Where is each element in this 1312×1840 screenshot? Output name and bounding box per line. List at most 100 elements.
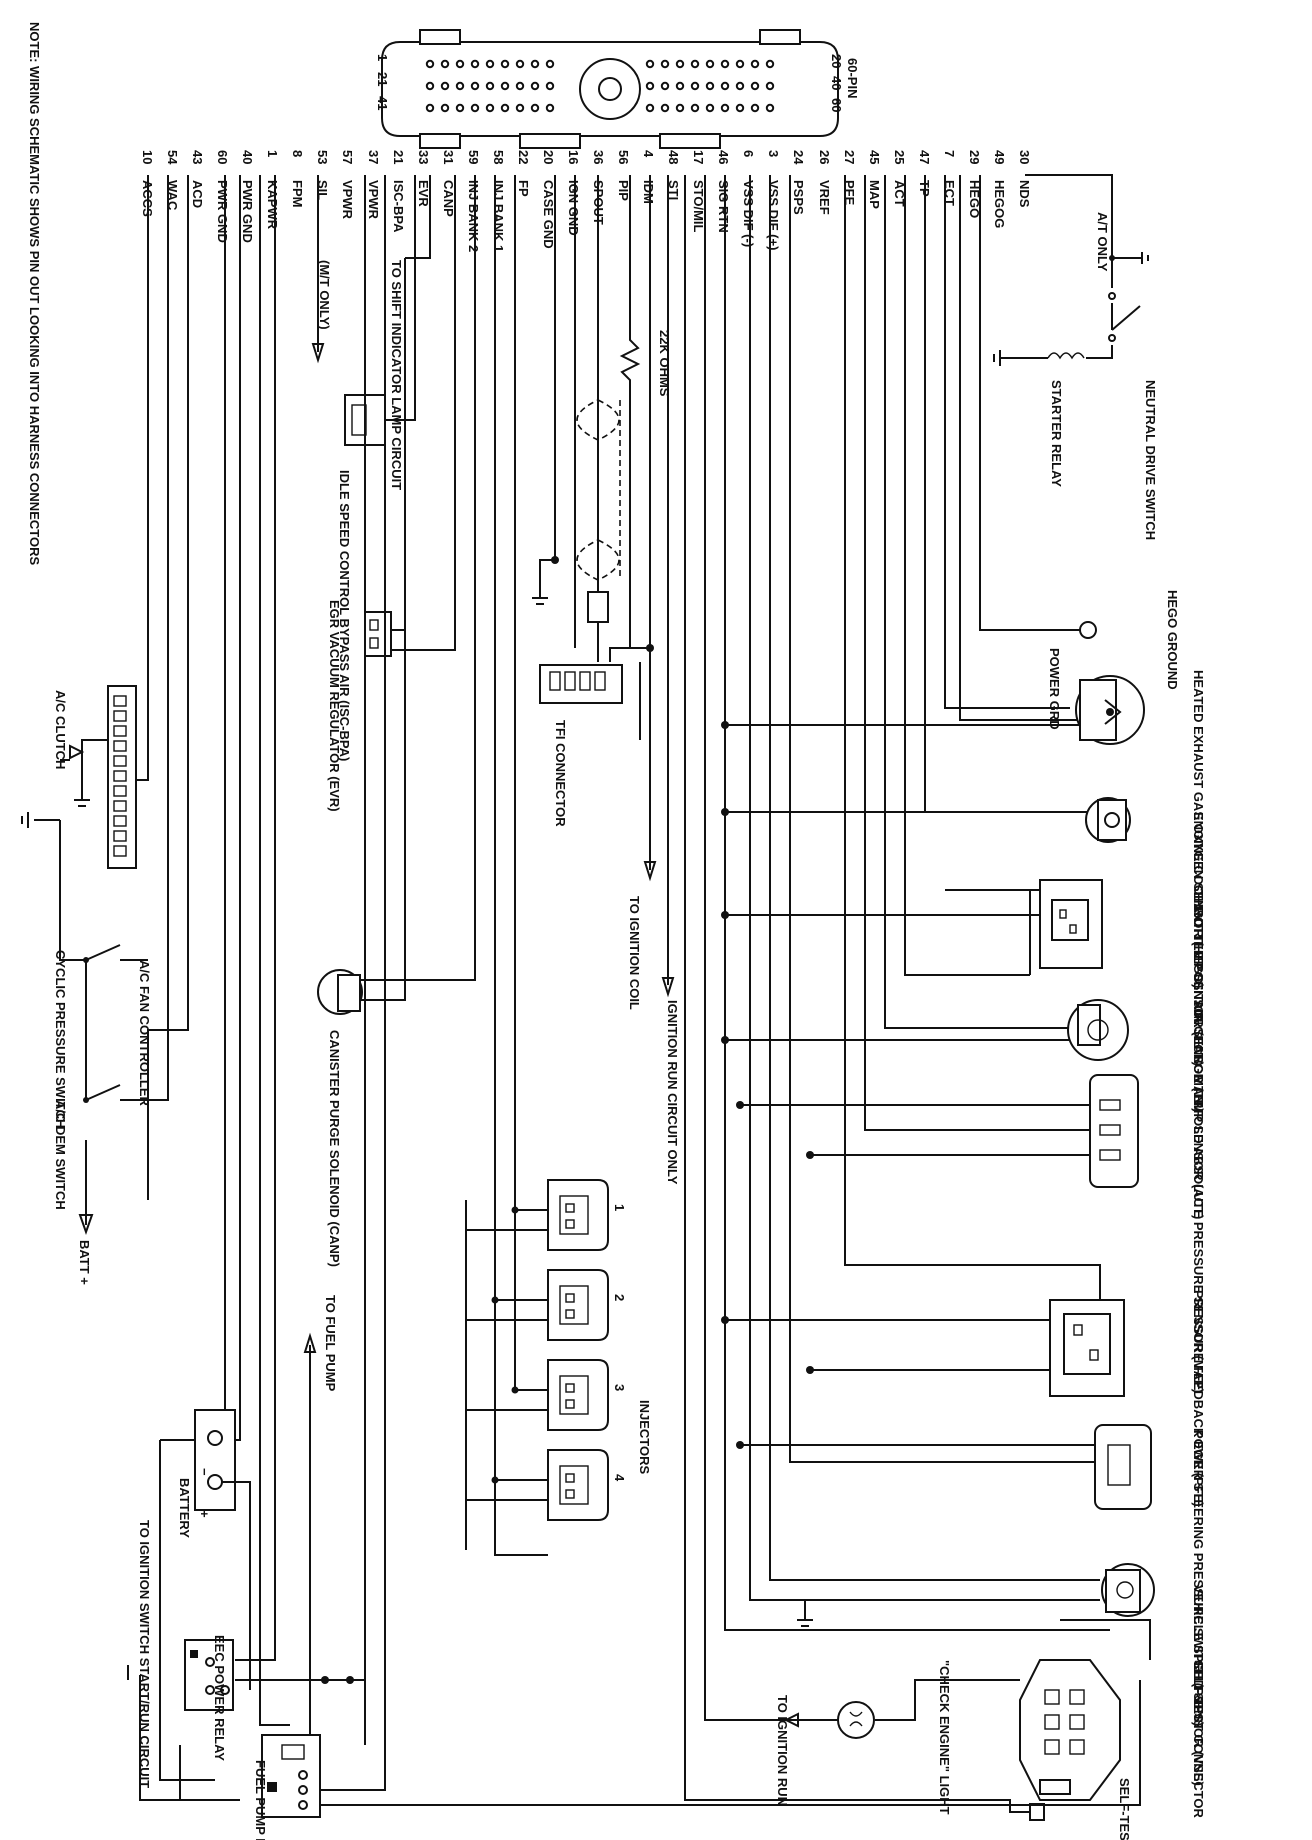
pin-name: FPM (290, 180, 305, 207)
pin-name: CASE GND (541, 180, 556, 249)
connector-pin-dot (690, 103, 700, 113)
pin-number: 27 (842, 150, 857, 164)
pin-number: 26 (817, 150, 832, 164)
cyclic-switch-label: CYCLIC PRESSURE SWITCH (53, 950, 68, 1128)
pin-name: SIG RTN (716, 180, 731, 233)
hego-ground-label: HEGO GROUND (1165, 590, 1180, 690)
connector-pin-dot (645, 59, 655, 69)
ignition-run-only-label: IGNITION RUN CIRCUIT ONLY (665, 1000, 680, 1185)
sig-rtn-bus (724, 175, 1110, 1631)
pin-name: IGN GND (566, 180, 581, 236)
pin-number: 24 (791, 150, 806, 165)
ac-clutch-label: A/C CLUTCH (53, 690, 68, 769)
injector-2: 2 (466, 1269, 627, 1341)
connector-pin-dot (425, 59, 435, 69)
connector-pin-dot (750, 103, 760, 113)
mt-only-label: (M/T ONLY) (317, 260, 332, 330)
connector-pin-dot (530, 59, 540, 69)
pin-name: INJ BANK 2 (466, 180, 481, 252)
pin-number: 30 (1017, 150, 1032, 164)
pin-number: 25 (892, 150, 907, 164)
connector-pin-dot (545, 81, 555, 91)
starter-relay-label: STARTER RELAY (1049, 380, 1064, 487)
sig-rtn-bus-junctions (721, 721, 814, 1449)
eec-power-relay-label: EEC POWER RELAY (212, 1635, 227, 1761)
ect-sensor-label: ENGINE COOLANT TEMP SENSOR (ECT) (1191, 812, 1206, 1066)
pin-number: 3 (766, 150, 781, 157)
pin-number: 10 (140, 150, 155, 164)
pin-number: 37 (366, 150, 381, 164)
to-fuel-pump-label: TO FUEL PUMP (323, 1295, 338, 1392)
injector-number: 2 (612, 1294, 627, 1301)
pin-name: EVR (416, 180, 431, 207)
connector-pin-dot (470, 59, 480, 69)
pin-number: 29 (967, 150, 982, 164)
connector-pin-dot (645, 103, 655, 113)
connector-pin-dot (660, 103, 670, 113)
pin-number: 59 (466, 150, 481, 164)
pin-name: CANP (441, 180, 456, 217)
connector-pin-dot (500, 59, 510, 69)
connector-pin-dot (515, 81, 525, 91)
pin-name: VSS DIF (-) (741, 180, 756, 247)
pin-name: VPWR (340, 180, 355, 220)
connector-pin-dot (675, 103, 685, 113)
injector-number: 1 (612, 1204, 627, 1211)
pin-number: 58 (491, 150, 506, 164)
connector-pin-dot (440, 103, 450, 113)
fan-controller-contact (113, 710, 127, 722)
pin-name: PWR GND (240, 180, 255, 243)
connector-pin-dot (545, 59, 555, 69)
connector-pin-dot (455, 59, 465, 69)
hego-sensor-label: HEATED EXHAUST GAS OXYGEN SENSOR (HEGO) (1191, 670, 1206, 988)
hego-sensor-group: HEGO GROUND POWER GRD HEATED EXHAUST GAS… (944, 175, 1206, 988)
pin-name: KAPWR (265, 180, 280, 230)
connector-pin-dot (425, 81, 435, 91)
pin-name: VSS DIF (+) (766, 180, 781, 250)
ac-group: A/C CLUTCH A/C FAN CONTROLLER CYCLIC PRE… (21, 175, 169, 1285)
map-sensor-group: MANIFOLD ABSOLUTE PRESSURE SENSOR (MAP) (740, 175, 1206, 1393)
psps-switch-label: POWER STEERING PRESSURE SWITCH (PSPS) (1191, 1430, 1206, 1726)
connector-pin-dot (720, 81, 730, 91)
fan-controller-contact (113, 770, 127, 782)
ecu-60-pin-connector: 60-PIN 20 40 60 1 21 41 (375, 29, 860, 149)
ect-sensor-group: ENGINE COOLANT TEMP SENSOR (ECT) (725, 175, 1206, 1066)
battery-plus: + (197, 1510, 212, 1518)
fan-controller-contact (113, 725, 127, 737)
injector-1: 1 (466, 1179, 627, 1251)
to-ignition-switch-label: TO IGNITION SWITCH START/RUN CIRCUIT (137, 1520, 152, 1788)
connector-pin-dot (500, 103, 510, 113)
pin-number: 56 (616, 150, 631, 164)
pin-number: 60 (215, 150, 230, 164)
fan-controller-contact (113, 830, 127, 842)
pin-name: ACT (892, 180, 907, 207)
vss-sensor-label: VEHICLE SPEED SENSOR (VSS) (1191, 1585, 1206, 1786)
psps-switch-group: POWER STEERING PRESSURE SWITCH (PSPS) (740, 175, 1206, 1726)
pin-name: VPWR (366, 180, 381, 220)
connector-ref-21: 21 (375, 72, 390, 86)
connector-pin-dot (735, 81, 745, 91)
pin-number: 17 (691, 150, 706, 164)
evr-label: EGR VACUUM REGULATOR (EVR) (327, 600, 342, 812)
connector-pin-dot (470, 103, 480, 113)
to-ignition-run-label: TO IGNITION RUN (775, 1695, 790, 1806)
battery-minus: − (197, 1468, 212, 1476)
connector-pin-dot (485, 81, 495, 91)
fuel-pump-group: TO FUEL PUMP (303, 1295, 338, 1770)
pin-name: HEGO (967, 180, 982, 218)
map-sensor-label: MANIFOLD ABSOLUTE PRESSURE SENSOR (MAP) (1191, 1075, 1206, 1393)
ac-dem-switch-label: A/C DEM SWITCH (53, 1100, 68, 1210)
pin-number: 57 (340, 150, 355, 164)
connector-pin-dot (720, 103, 730, 113)
pfe-sensor-label: PRESSURE FEEDBACK EGR (PFE) (1191, 1290, 1206, 1507)
pin-number: 7 (942, 150, 957, 157)
fan-controller-contact (113, 740, 127, 752)
pin-number: 46 (716, 150, 731, 164)
